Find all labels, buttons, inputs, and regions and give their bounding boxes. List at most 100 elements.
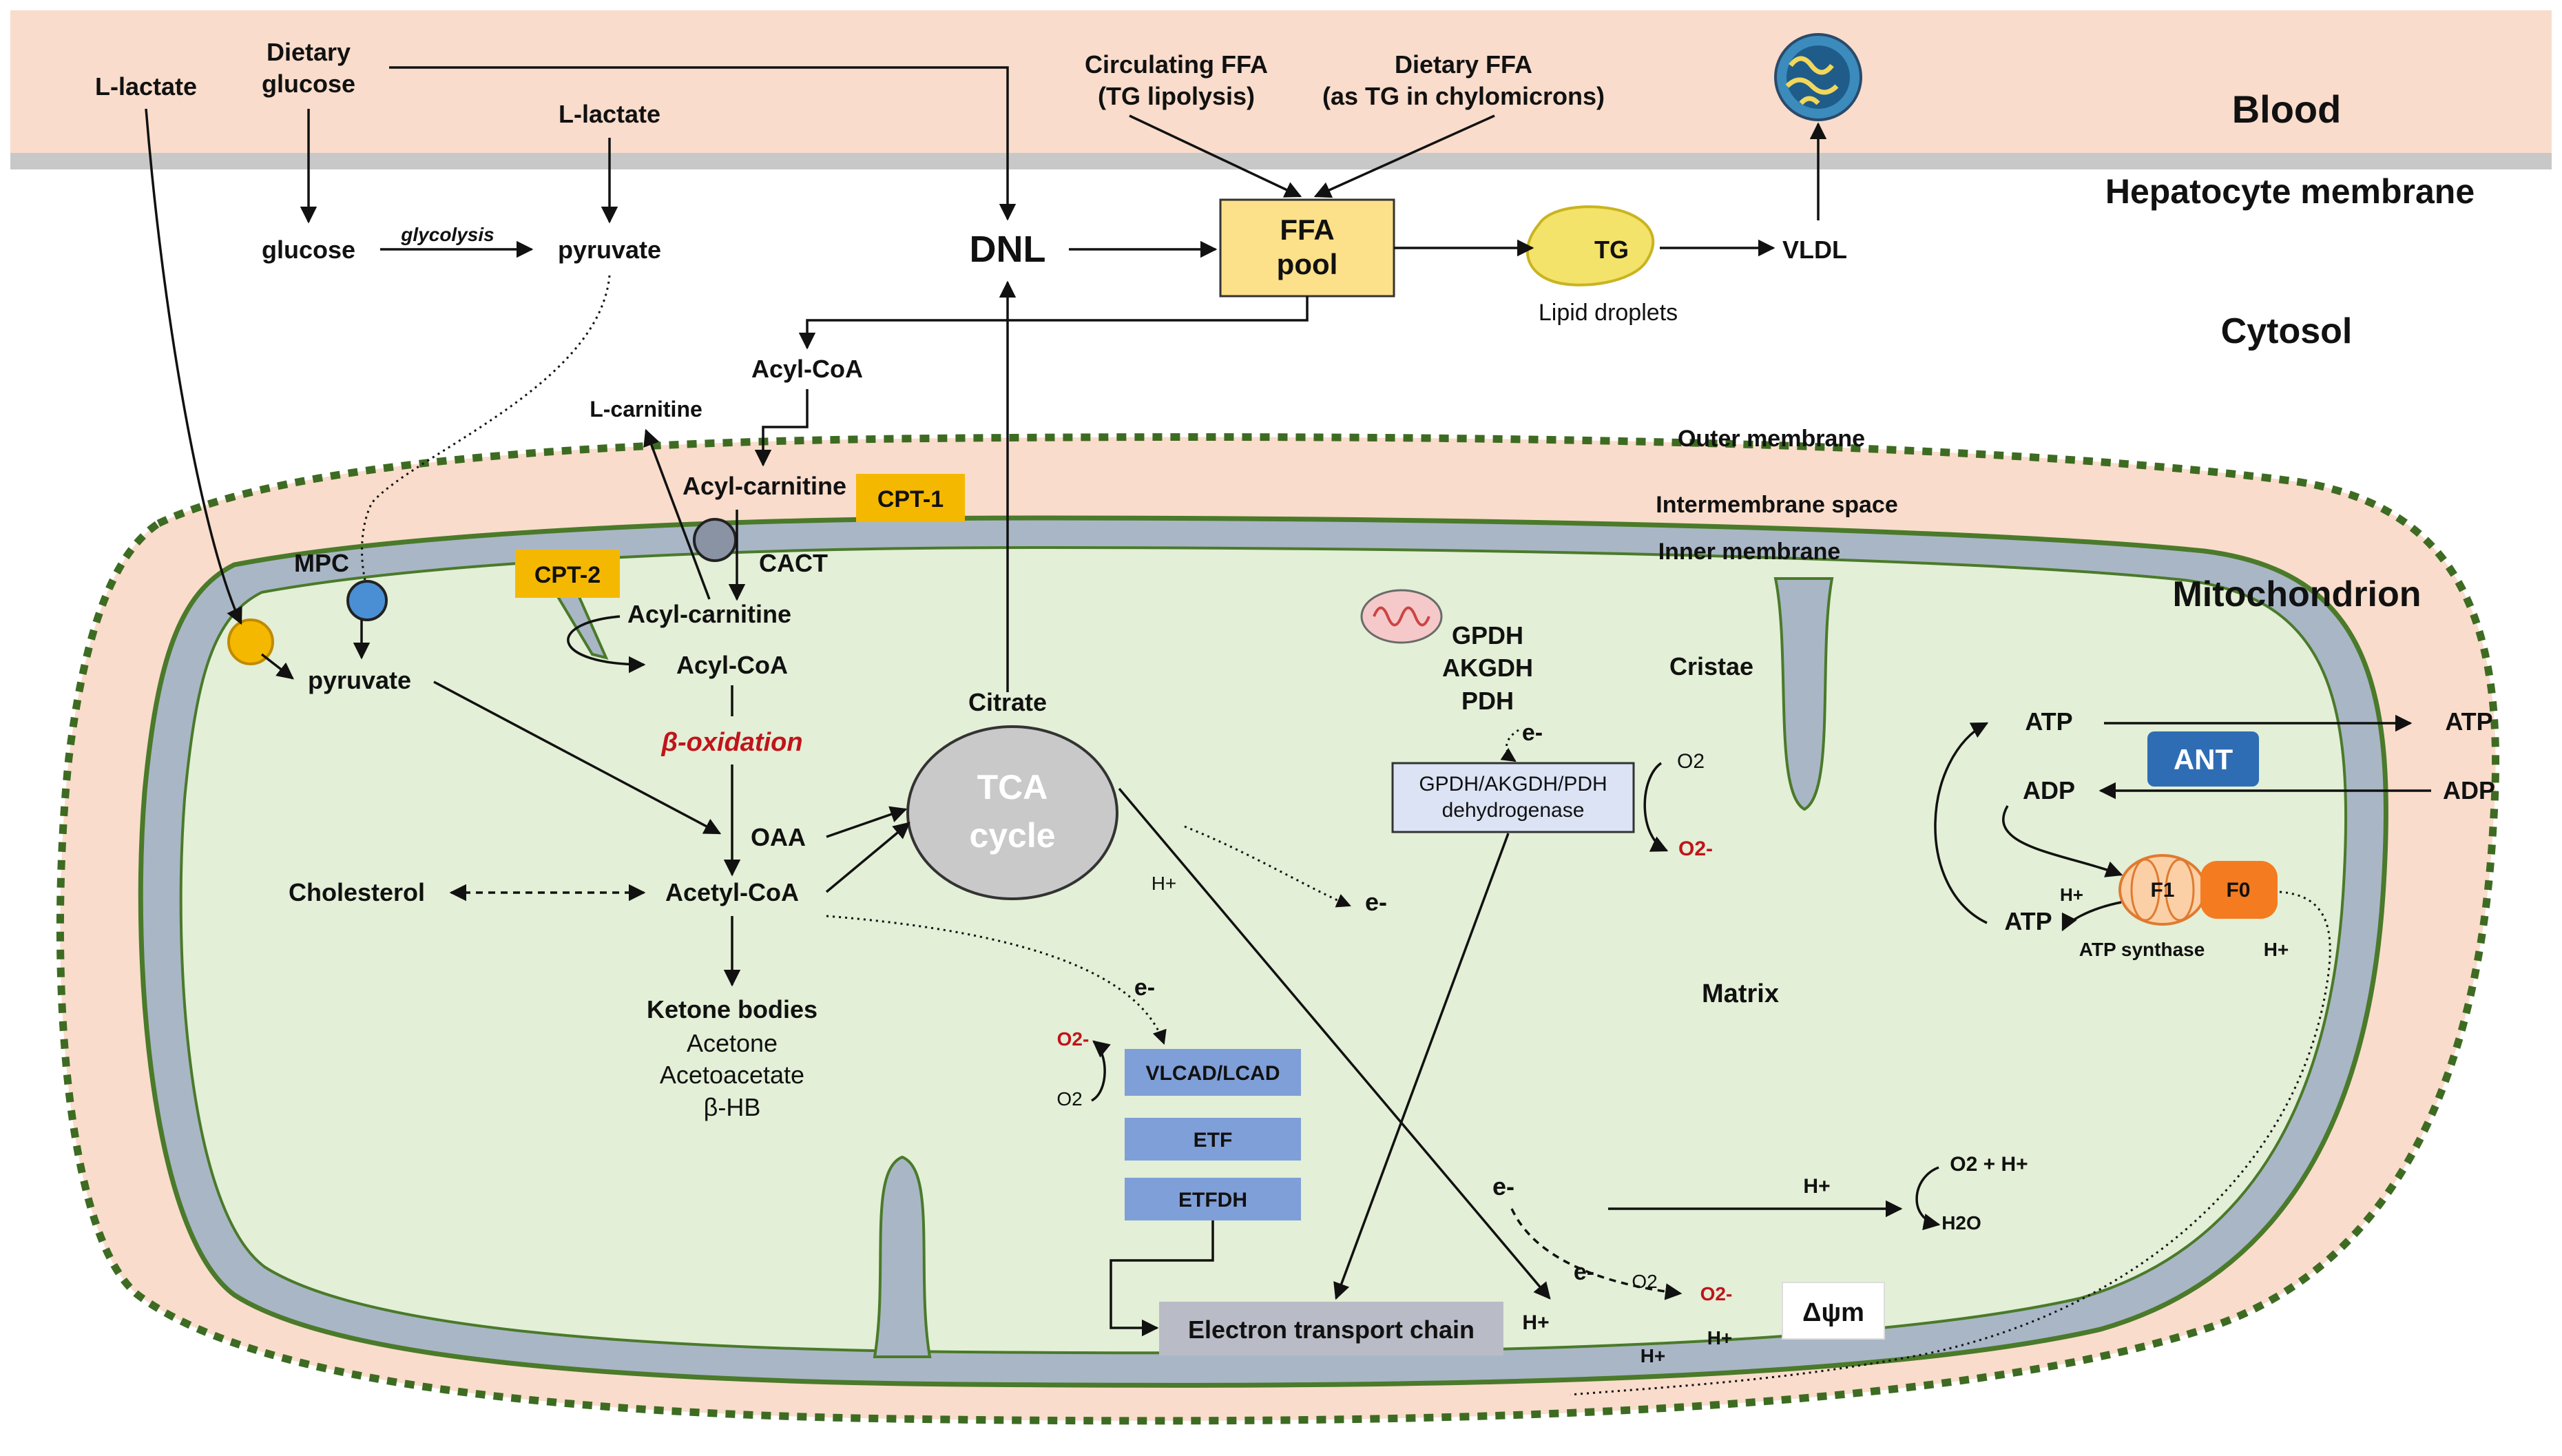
f0-label: F0 — [2226, 879, 2250, 902]
cpt1-box — [856, 474, 965, 522]
matrix-e-minus-2: e- — [1365, 888, 1387, 916]
ims-h-plus-synthase: H+ — [2264, 939, 2289, 960]
matrix-pyruvate: pyruvate — [308, 666, 411, 694]
matrix-adp: ADP — [2023, 776, 2075, 804]
etf-box — [1125, 1118, 1301, 1161]
matrix-acyl-coa: Acyl-CoA — [676, 651, 788, 679]
region-blood: Blood — [2232, 87, 2342, 131]
matrix-pdh: PDH — [1461, 687, 1514, 715]
matrix-acetyl-coa: Acetyl-CoA — [665, 878, 799, 906]
ant-label: ANT — [2174, 743, 2233, 776]
cytosol-pyruvate: pyruvate — [558, 236, 661, 264]
cact-transporter-icon — [693, 518, 737, 562]
matrix-e-minus-3: e- — [1134, 975, 1155, 1001]
hepatocyte-membrane-bar — [10, 153, 2552, 169]
atp-synthase-label: ATP synthase — [2079, 939, 2205, 960]
matrix-e-minus-1: e- — [1522, 720, 1543, 746]
matrix-akgdh: AKGDH — [1442, 654, 1533, 682]
delta-psi-label: Δψm — [1802, 1298, 1864, 1327]
matrix-h2o: H2O — [1941, 1212, 1981, 1234]
matrix-oaa: OAA — [751, 823, 806, 851]
matrix-o2-3: O2 — [1632, 1271, 1657, 1292]
acyl-carnitine-outer: Acyl-carnitine — [683, 472, 846, 500]
mitochondrion-mini-icon — [1360, 589, 1443, 644]
matrix-acyl-carnitine: Acyl-carnitine — [627, 600, 791, 628]
label-cristae: Cristae — [1669, 652, 1753, 680]
matrix-e-minus-4: e- — [1492, 1172, 1514, 1200]
cpt2-label: CPT-2 — [534, 562, 601, 588]
lipid-droplet-icon — [1525, 205, 1655, 287]
label-matrix: Matrix — [1702, 979, 1779, 1008]
label-outer-membrane: Outer membrane — [1678, 426, 1865, 452]
matrix-atp-top: ATP — [2025, 707, 2072, 736]
dehydrogenase-box — [1391, 762, 1635, 833]
matrix-ketone-bodies: Ketone bodies — [647, 995, 817, 1023]
region-mitochondrion: Mitochondrion — [2172, 574, 2421, 614]
etfdh-label: ETFDH — [1178, 1189, 1247, 1211]
ffa-pool-line1: FFA — [1280, 214, 1334, 246]
blood-band — [10, 10, 2552, 155]
pathway-arrows — [145, 66, 2431, 1396]
cytosol-l-carnitine: L-carnitine — [590, 397, 702, 422]
matrix-o2-minus-1: O2- — [1678, 838, 1713, 860]
f1-label: F1 — [2150, 879, 2174, 902]
ant-box — [2147, 731, 2259, 787]
matrix-acetone: Acetone — [687, 1029, 778, 1057]
membrane-h-plus-2: H+ — [1707, 1327, 1733, 1349]
matrix-o2-2: O2 — [1056, 1088, 1082, 1110]
matrix-o2-1: O2 — [1677, 750, 1705, 773]
matrix-o2-minus-3: O2- — [1700, 1283, 1733, 1304]
etc-box — [1159, 1302, 1503, 1355]
etfdh-box — [1125, 1178, 1301, 1220]
matrix-beta-oxidation: β-oxidation — [660, 728, 802, 757]
matrix-h-plus-2: H+ — [1522, 1311, 1549, 1334]
matrix-gpdh: GPDH — [1452, 621, 1523, 649]
membrane-h-plus-1: H+ — [1641, 1345, 1666, 1366]
cpt1-label: CPT-1 — [877, 486, 944, 512]
dehydrogenase-line2: dehydrogenase — [1442, 799, 1585, 822]
matrix — [179, 545, 2348, 1355]
blood-l-lactate-mid: L-lactate — [559, 100, 660, 128]
blood-dietary-ffa-line1: Dietary FFA — [1395, 50, 1532, 79]
blood-circulating-ffa-line2: (TG lipolysis) — [1098, 82, 1255, 110]
blood-circulating-ffa-line1: Circulating FFA — [1085, 50, 1268, 79]
matrix-o2-minus-2: O2- — [1057, 1028, 1090, 1050]
region-hepatocyte-membrane: Hepatocyte membrane — [2105, 172, 2475, 211]
cytosol-adp-right: ADP — [2443, 776, 2495, 804]
cytosol-lipid-droplets: Lipid droplets — [1539, 300, 1678, 326]
label-inner-membrane: Inner membrane — [1658, 539, 1841, 565]
cpt2-box — [515, 550, 620, 598]
crista-top-right — [1773, 577, 1834, 811]
matrix-citrate: Citrate — [968, 688, 1047, 716]
lactate-transporter-icon — [227, 618, 274, 665]
mpc-label: MPC — [294, 549, 349, 577]
matrix-o2-h: O2 + H+ — [1950, 1153, 2028, 1176]
matrix-h-plus-synthase: H+ — [2060, 884, 2083, 905]
blood-dietary-ffa-line2: (as TG in chylomicrons) — [1322, 82, 1605, 110]
matrix-acetoacetate: Acetoacetate — [660, 1061, 804, 1089]
matrix-h-plus-1: H+ — [1152, 873, 1177, 894]
vlcad-label: VLCAD/LCAD — [1146, 1062, 1280, 1085]
etf-label: ETF — [1194, 1129, 1233, 1152]
blood-dietary-glucose-line2: glucose — [262, 70, 355, 98]
tca-cycle-line1: TCA — [977, 768, 1048, 807]
cytosol-vldl: VLDL — [1782, 236, 1847, 264]
matrix-cholesterol: Cholesterol — [289, 878, 425, 906]
blood-l-lactate-left: L-lactate — [95, 72, 197, 101]
cytosol-glucose: glucose — [262, 236, 355, 264]
cytosol-atp-right: ATP — [2445, 707, 2492, 736]
atp-synthase-icon — [2118, 854, 2278, 926]
region-cytosol: Cytosol — [2221, 311, 2353, 351]
cytosol-glycolysis: glycolysis — [400, 224, 494, 245]
etc-label: Electron transport chain — [1188, 1315, 1475, 1344]
cytosol-acyl-coa: Acyl-CoA — [751, 355, 863, 383]
matrix-h-plus-3: H+ — [1803, 1175, 1830, 1198]
mpc-transporter-icon — [346, 580, 388, 621]
cytosol-tg: TG — [1594, 236, 1629, 264]
vlcad-box — [1125, 1049, 1301, 1096]
crista-bottom — [873, 1155, 932, 1358]
ffa-pool-line2: pool — [1277, 248, 1338, 280]
label-intermembrane-space: Intermembrane space — [1656, 492, 1898, 518]
